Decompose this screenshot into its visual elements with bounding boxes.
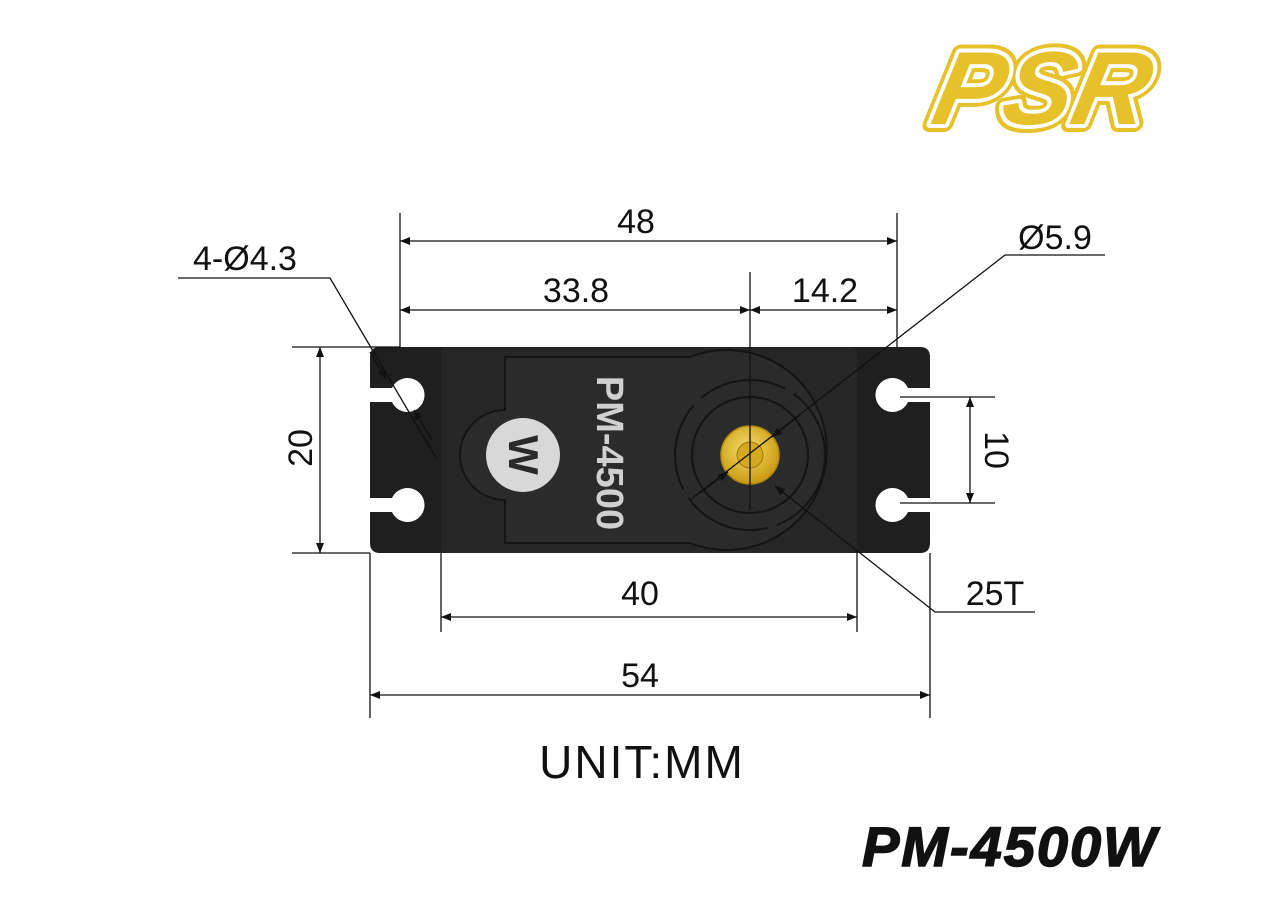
unit-label: UNIT:MM [539, 736, 745, 788]
psr-logo: PSR PSR PSR [916, 23, 1170, 155]
dim-48-label: 48 [617, 203, 655, 241]
mount-holes-label: 4-Ø4.3 [193, 240, 297, 278]
model-title: PM-4500W [862, 815, 1160, 878]
w-logo-letter: W [500, 435, 547, 475]
logo-outline: PSR [924, 31, 1162, 147]
dim-10-label: 10 [977, 431, 1015, 469]
spline-label: 25T [966, 575, 1025, 613]
shaft-diameter-label: Ø5.9 [1018, 219, 1092, 257]
dimension-lines [178, 213, 1105, 718]
servo-body: W PM-4500 [370, 347, 930, 553]
logo-inner: PSR [924, 31, 1162, 147]
body-model-label: PM-4500 [588, 376, 630, 530]
dim-20-label: 20 [282, 429, 320, 467]
dim-54-label: 54 [621, 657, 659, 695]
w-logo-badge [486, 418, 560, 492]
dim-40-label: 40 [621, 575, 659, 613]
dim-14-2-label: 14.2 [792, 272, 858, 310]
dim-33-8-label: 33.8 [543, 272, 609, 310]
logo-fill: PSR [924, 31, 1162, 147]
top-panel [459, 349, 828, 551]
